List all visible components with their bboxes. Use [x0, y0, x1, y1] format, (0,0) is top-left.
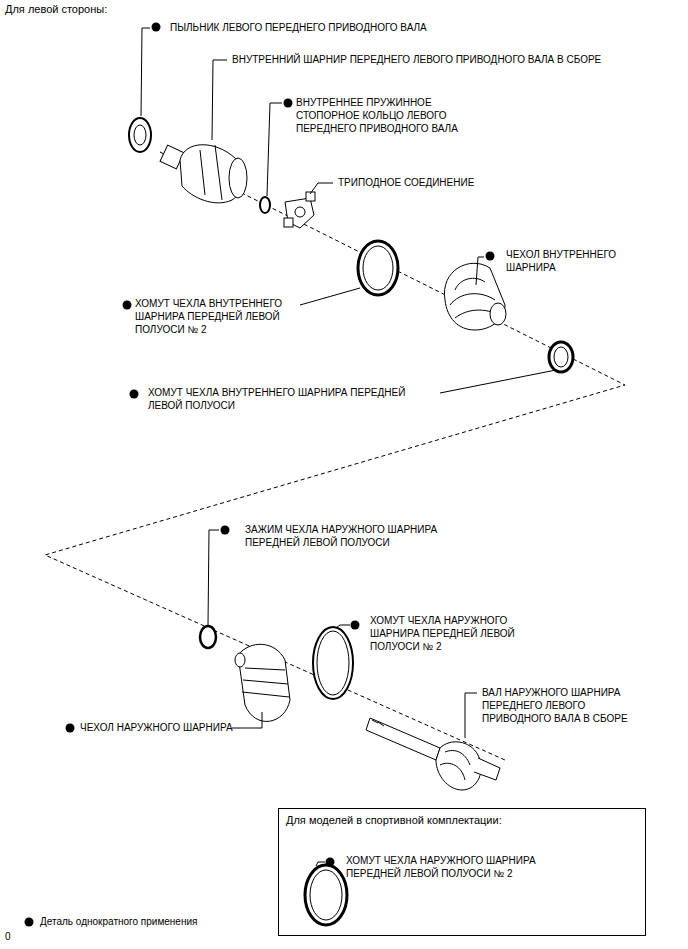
part-label: ВНУТРЕННЕЕ ПРУЖИННОЕ СТОПОРНОЕ КОЛЬЦО ЛЕ…	[296, 96, 474, 135]
part-label: ЧЕХОЛ НАРУЖНОГО ШАРНИРА	[80, 721, 280, 734]
variant-box: Для моделей в спортивной комплектации: ХО…	[278, 808, 646, 936]
part-label: ПЫЛЬНИК ЛЕВОГО ПЕРЕДНЕГО ПРИВОДНОГО ВАЛА	[170, 21, 490, 34]
part-label: ЗАЖИМ ЧЕХЛА НАРУЖНОГО ШАРНИРА ПЕРЕДНЕЙ Л…	[245, 523, 460, 549]
part-label: 0	[5, 930, 25, 943]
legend-dot	[25, 918, 34, 927]
diagram-title: Для левой стороны:	[5, 3, 107, 15]
part-label: ХОМУТ ЧЕХЛА НАРУЖНОГО ШАРНИРА ПЕРЕДНЕЙ Л…	[370, 614, 530, 653]
legend-text: Деталь однократного применения	[40, 916, 197, 927]
part-label: ХОМУТ ЧЕХЛА ВНУТРЕННЕГО ШАРНИРА ПЕРЕДНЕЙ…	[135, 297, 295, 336]
part-label: ВАЛ НАРУЖНОГО ШАРНИРА ПЕРЕДНЕГО ЛЕВОГО П…	[482, 686, 647, 725]
part-label: ВНУТРЕННИЙ ШАРНИР ПЕРЕДНЕГО ЛЕВОГО ПРИВО…	[232, 53, 672, 66]
part-label: ХОМУТ ЧЕХЛА ВНУТРЕННЕГО ШАРНИРА ПЕРЕДНЕЙ…	[148, 386, 438, 412]
box-heading: Для моделей в спортивной комплектации:	[286, 814, 502, 826]
part-label: ХОМУТ ЧЕХЛА НАРУЖНОГО ШАРНИРА ПЕРЕДНЕЙ Л…	[346, 854, 561, 880]
part-label: ЧЕХОЛ ВНУТРЕННЕГО ШАРНИРА	[506, 248, 631, 274]
part-label: ТРИПОДНОЕ СОЕДИНЕНИЕ	[338, 176, 498, 189]
